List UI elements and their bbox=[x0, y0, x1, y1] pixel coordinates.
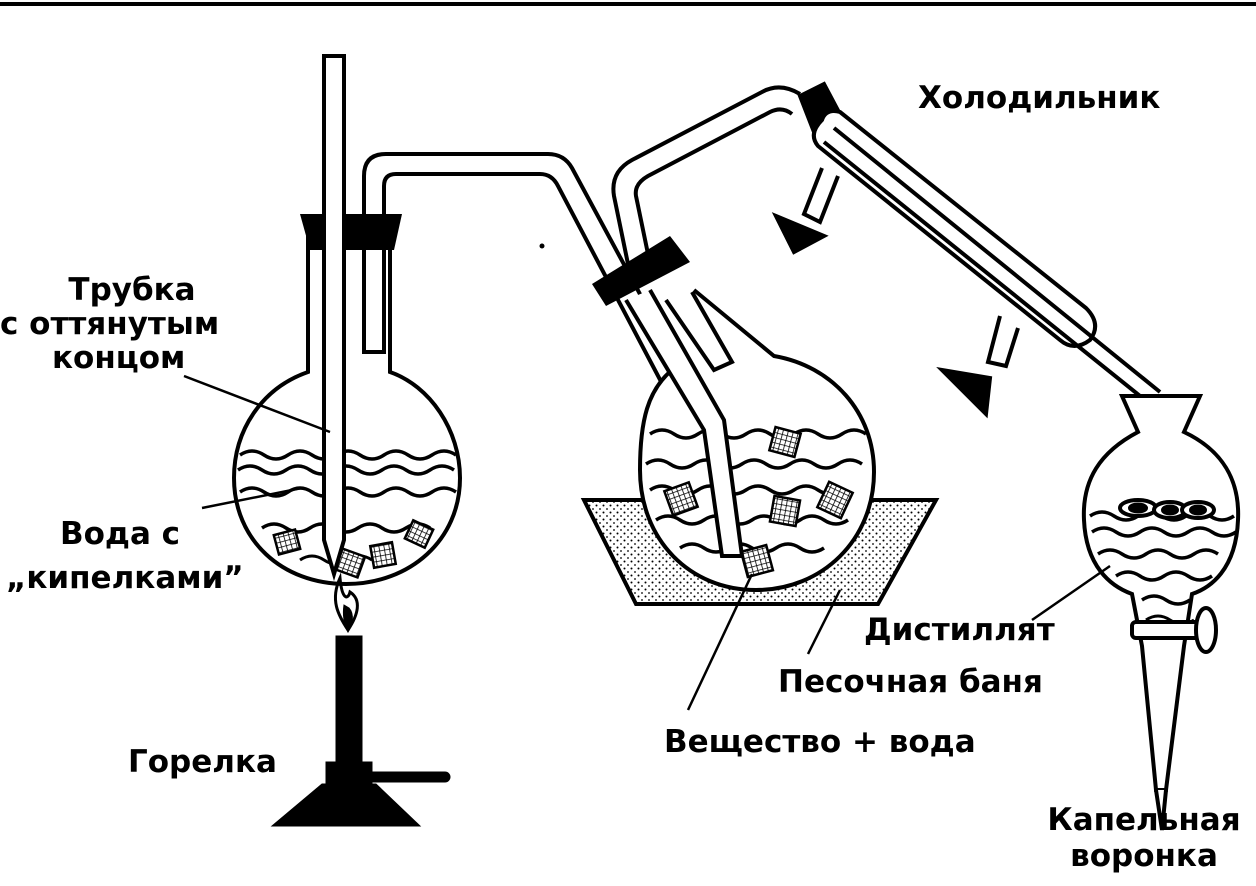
label-tube-line3: концом bbox=[52, 340, 186, 376]
leader-lines bbox=[183, 374, 1111, 711]
label-funnel-line2: воронка bbox=[1070, 838, 1218, 874]
drawn-out-tube bbox=[322, 54, 346, 582]
condenser bbox=[771, 81, 1162, 419]
label-tube-line2: с оттянутым bbox=[0, 306, 220, 342]
leader-water bbox=[201, 486, 303, 510]
boiling-chips-left bbox=[272, 518, 435, 580]
label-burner: Горелка bbox=[128, 744, 277, 780]
burner bbox=[270, 572, 451, 827]
dropping-funnel bbox=[1081, 394, 1241, 831]
label-funnel-line1: Капельная bbox=[1047, 802, 1241, 838]
leader-substance bbox=[686, 573, 754, 711]
leader-tube bbox=[183, 374, 331, 434]
stopper-left bbox=[300, 214, 402, 250]
label-water-line1: Вода с bbox=[60, 516, 181, 552]
label-substance: Вещество + вода bbox=[664, 724, 976, 760]
leader-sand bbox=[806, 589, 842, 655]
label-distillate: Дистиллят bbox=[864, 612, 1055, 648]
label-sand-bath: Песочная баня bbox=[778, 664, 1043, 700]
label-water-line2: „кипелками” bbox=[6, 560, 244, 596]
outlet-tube-left bbox=[362, 250, 386, 354]
middle-flask bbox=[592, 236, 877, 593]
connecting-tube-1 bbox=[362, 152, 698, 411]
label-tube-line1: Трубка bbox=[68, 272, 196, 308]
connecting-tube-2 bbox=[611, 85, 802, 265]
leader-distillate bbox=[1031, 564, 1111, 622]
label-condenser: Холодильник bbox=[918, 80, 1161, 116]
